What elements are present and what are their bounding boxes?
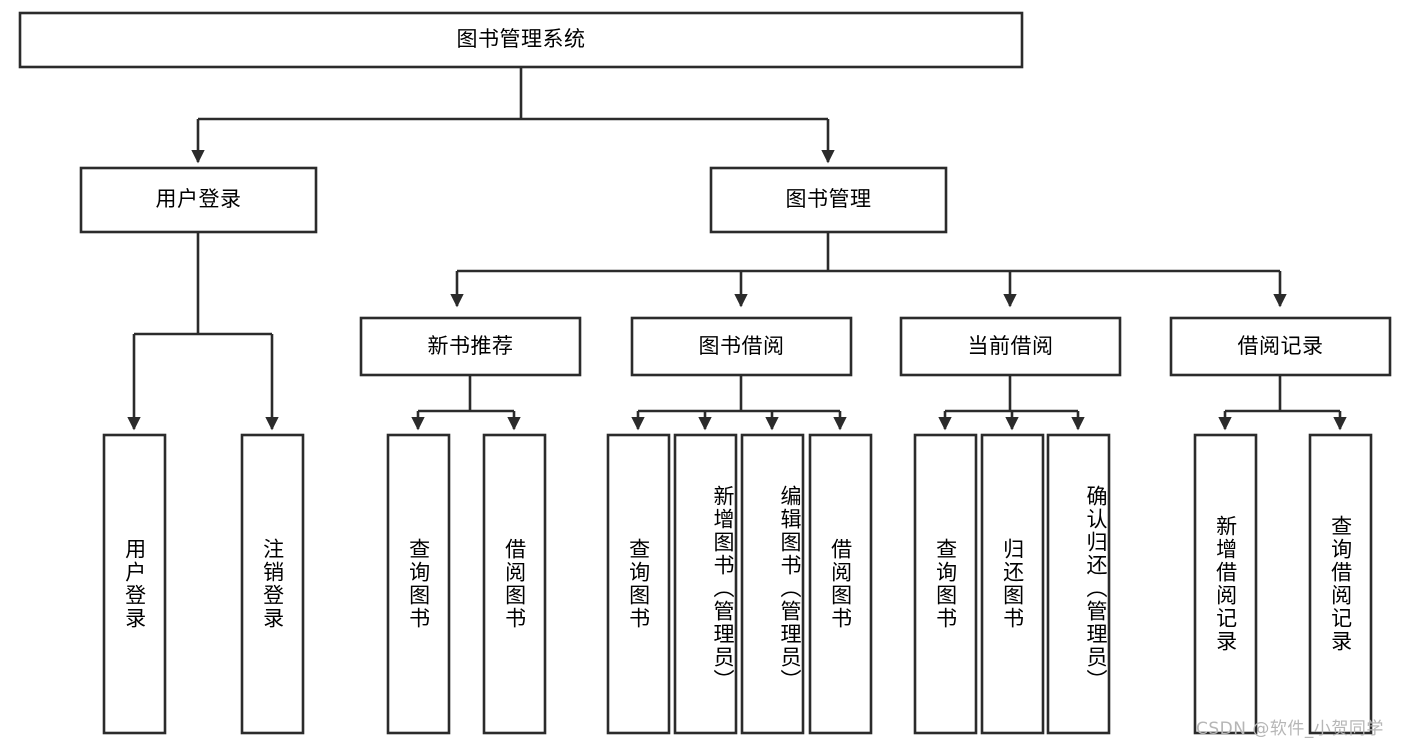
node-box-group xyxy=(18,11,1392,735)
box-leaf-book-borrow-1[interactable] xyxy=(606,433,671,735)
box-new-book-recommend[interactable] xyxy=(359,316,582,377)
box-leaf-book-borrow-4[interactable] xyxy=(808,433,873,735)
watermark-text: CSDN @软件_小贺同学 xyxy=(1196,719,1384,739)
box-leaf-borrow-record-1[interactable] xyxy=(1193,433,1258,735)
box-leaf-book-borrow-3[interactable] xyxy=(740,433,805,735)
box-leaf-new-book-2[interactable] xyxy=(482,433,547,735)
box-leaf-current-borrow-3[interactable] xyxy=(1046,433,1111,735)
box-current-borrow[interactable] xyxy=(899,316,1122,377)
box-leaf-book-borrow-2[interactable] xyxy=(673,433,738,735)
box-leaf-user-login-2[interactable] xyxy=(240,433,305,735)
connector-group xyxy=(127,67,1347,431)
box-leaf-user-login-1[interactable] xyxy=(102,433,167,735)
box-book-manage[interactable] xyxy=(709,166,948,234)
box-root[interactable] xyxy=(18,11,1024,69)
box-leaf-new-book-1[interactable] xyxy=(386,433,451,735)
box-borrow-record[interactable] xyxy=(1169,316,1392,377)
box-leaf-current-borrow-1[interactable] xyxy=(913,433,978,735)
box-leaf-current-borrow-2[interactable] xyxy=(980,433,1045,735)
box-book-borrow[interactable] xyxy=(630,316,853,377)
box-leaf-borrow-record-2[interactable] xyxy=(1308,433,1373,735)
box-user-login[interactable] xyxy=(79,166,318,234)
